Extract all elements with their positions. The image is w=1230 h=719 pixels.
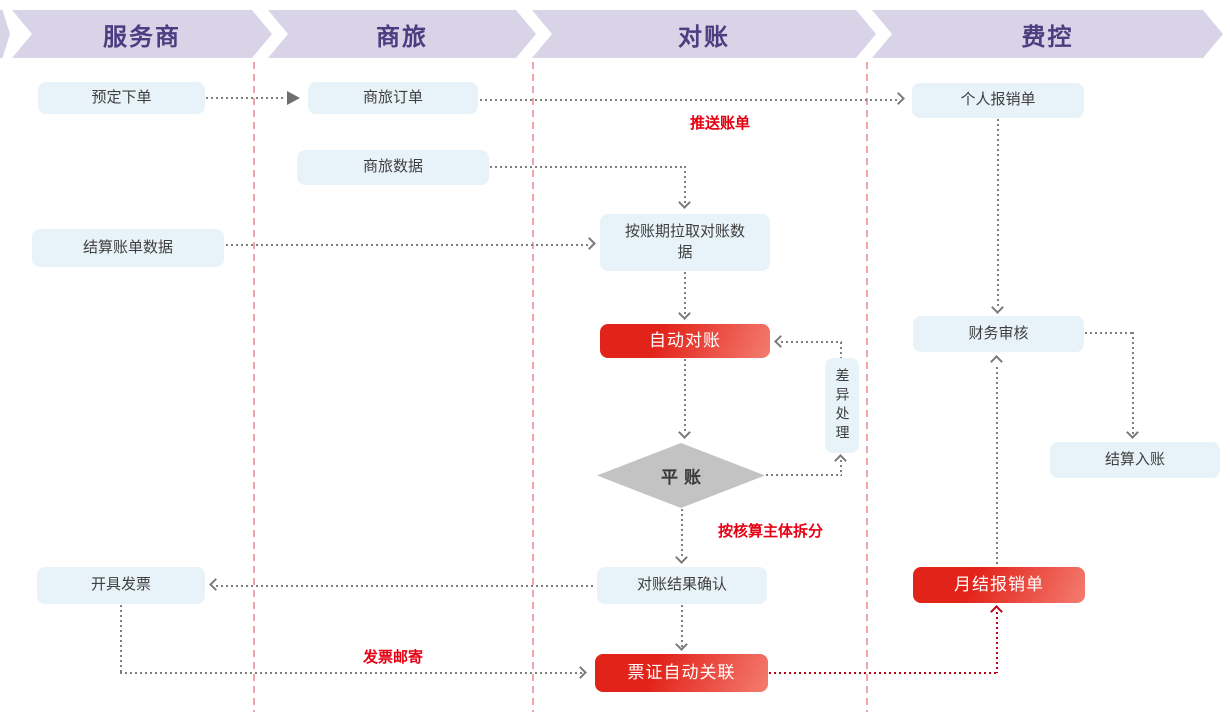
edge-travel-data-h xyxy=(490,166,686,168)
edge-balanced-to-confirm xyxy=(681,509,683,559)
edge-confirm-to-ticket xyxy=(681,605,683,647)
edge-travel-data-v xyxy=(684,166,686,204)
arrowhead-down-icon xyxy=(678,426,691,439)
node-diff-handle: 差异处理 xyxy=(825,358,859,453)
edge-personal-to-audit xyxy=(997,119,999,309)
arrowhead-up-red-icon xyxy=(990,605,1003,618)
lane-divider-1 xyxy=(253,62,255,712)
edge-auto-recon-to-balanced xyxy=(684,359,686,433)
arrowhead-down-icon xyxy=(1126,426,1139,439)
edge-ticket-to-monthly-h xyxy=(769,672,997,674)
arrowhead-solid-right-icon xyxy=(287,91,300,105)
arrowhead-left-icon xyxy=(774,335,787,348)
node-invoice-issue: 开具发票 xyxy=(37,567,205,604)
arrowhead-down-icon xyxy=(678,196,691,209)
edge-label-push-bill: 推送账单 xyxy=(690,115,751,132)
arrowhead-right-icon xyxy=(574,666,587,679)
edge-balanced-to-diff-v xyxy=(840,460,842,476)
node-auto-recon: 自动对账 xyxy=(600,324,770,358)
edge-diff-to-auto-h xyxy=(781,341,842,343)
edge-audit-to-settle-h xyxy=(1085,332,1133,334)
edge-invoice-mail-v xyxy=(120,605,122,673)
edge-balanced-to-diff-h xyxy=(766,474,842,476)
node-recon-confirm: 对账结果确认 xyxy=(597,567,767,604)
lane-header-service-provider: 服务商 xyxy=(12,10,272,58)
lane-header-reconciliation: 对账 xyxy=(532,10,876,58)
edge-audit-to-settle-v xyxy=(1132,332,1134,434)
lane-header-expense-control: 费控 xyxy=(872,10,1223,58)
node-booking-order: 预定下单 xyxy=(38,82,205,114)
arrowhead-left-icon xyxy=(209,578,222,591)
lane-header-business-travel: 商旅 xyxy=(268,10,536,58)
lane-edge-decor xyxy=(0,10,10,58)
arrowhead-up-icon xyxy=(990,355,1003,368)
node-settlement-bill-data: 结算账单数据 xyxy=(32,229,224,267)
arrowhead-right-icon xyxy=(583,237,596,250)
node-travel-order: 商旅订单 xyxy=(308,82,478,114)
arrowhead-down-icon xyxy=(675,638,688,651)
arrowhead-down-icon xyxy=(991,301,1004,314)
edge-diff-to-auto-v xyxy=(840,342,842,358)
edge-travel-order-to-personal-expense xyxy=(480,99,898,101)
lane-divider-2 xyxy=(532,62,534,712)
edge-ticket-to-monthly-v xyxy=(996,612,998,673)
edge-settlement-to-pull xyxy=(226,244,590,246)
node-finance-audit: 财务审核 xyxy=(913,316,1084,352)
node-monthly-expense: 月结报销单 xyxy=(913,567,1085,603)
edge-label-invoice-mail: 发票邮寄 xyxy=(363,649,424,666)
node-pull-recon-data: 按账期拉取对账数据 xyxy=(600,214,770,271)
edge-monthly-to-audit xyxy=(996,367,998,567)
edge-invoice-mail-h xyxy=(120,672,582,674)
lane-divider-3 xyxy=(866,62,868,712)
arrowhead-up-icon xyxy=(834,454,847,467)
edge-pull-to-auto-recon xyxy=(684,272,686,314)
node-balanced-decision: 平账 xyxy=(597,443,765,508)
edge-booking-to-travel-order xyxy=(206,97,286,99)
arrowhead-down-icon xyxy=(678,307,691,320)
arrowhead-right-icon xyxy=(892,92,905,105)
node-travel-data: 商旅数据 xyxy=(297,150,489,185)
edge-confirm-to-invoice xyxy=(216,585,595,587)
node-ticket-auto-link: 票证自动关联 xyxy=(595,654,768,692)
arrowhead-down-icon xyxy=(675,551,688,564)
edge-label-split-by-entity: 按核算主体拆分 xyxy=(718,523,824,540)
node-personal-expense: 个人报销单 xyxy=(912,83,1084,118)
node-settle-entry: 结算入账 xyxy=(1050,442,1220,478)
